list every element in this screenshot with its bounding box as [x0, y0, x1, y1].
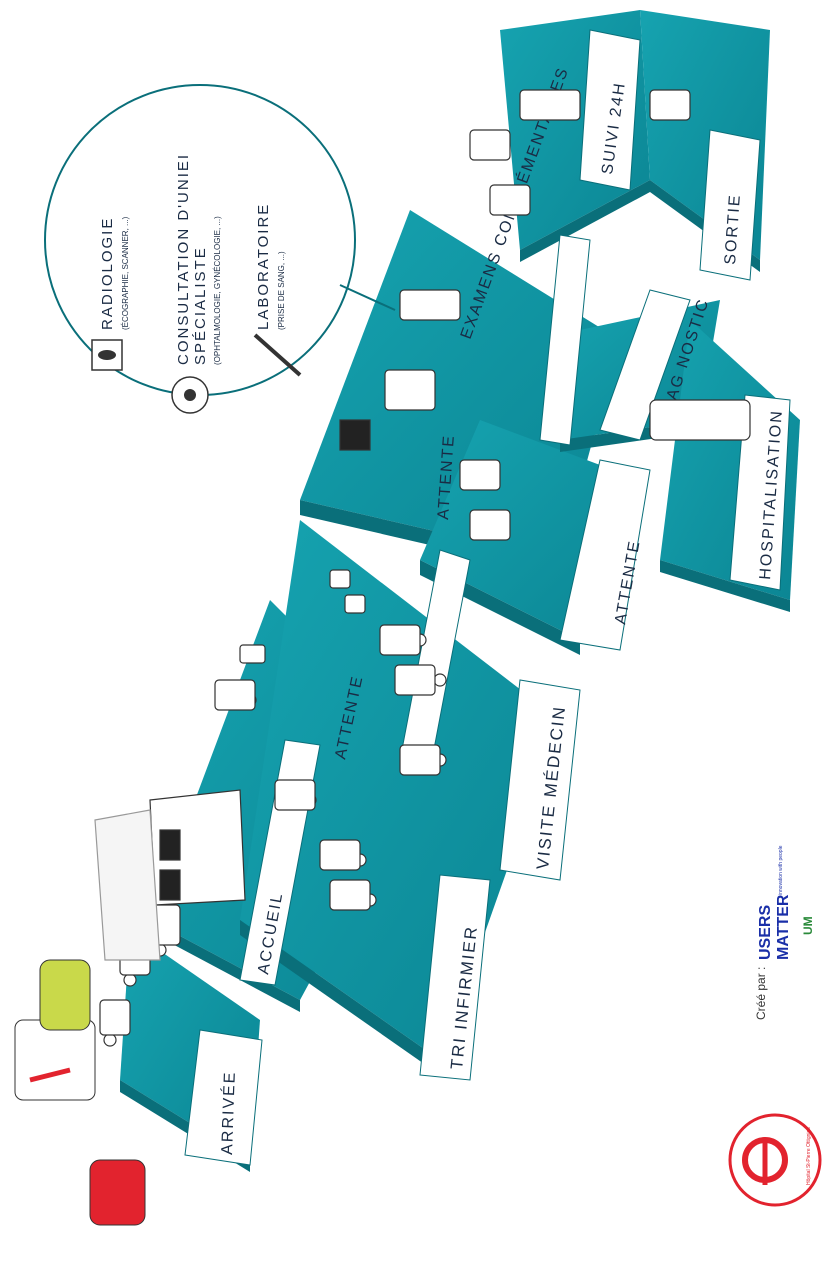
consultation-title: CONSULTATION D'UNIEI — [175, 153, 192, 365]
radiology-icon — [91, 339, 123, 371]
ambulance-icon — [14, 1019, 96, 1101]
car-icon — [89, 1159, 146, 1226]
taxi-icon — [39, 959, 91, 1031]
hospital-name: Hôpital St-Pierre Ottignies — [806, 1127, 812, 1185]
exams-bubble: RADIOLOGIE (ÉCOGRAPHIE, SCANNER, ...) CO… — [44, 84, 396, 414]
specialist-icon — [171, 376, 209, 414]
created-by-label: Créé par : — [754, 967, 768, 1020]
vehicles — [14, 959, 146, 1226]
radiologie-title: RADIOLOGIE — [99, 217, 116, 330]
brand-tagline: innovation with people — [778, 845, 784, 895]
label-strips — [184, 29, 791, 1166]
label-attente-2: ATTENTE — [435, 434, 458, 521]
brand-users: USERS — [757, 905, 774, 960]
credits: Créé par : USERS MATTER innovation with … — [728, 845, 822, 1207]
label-sortie: SORTIE — [722, 193, 744, 265]
people-figures — [99, 89, 691, 1047]
furniture — [94, 89, 751, 961]
consultation-title2: SPÉCIALISTE — [192, 246, 209, 365]
radiologie-detail: (ÉCOGRAPHIE, SCANNER, ...) — [121, 216, 130, 330]
hospital-logo: Hôpital St-Pierre Ottignies — [728, 1113, 822, 1207]
laboratoire-detail: (PRISE DE SANG, ...) — [277, 251, 286, 330]
laboratoire-title: LABORATOIRE — [255, 203, 272, 330]
brand-matter: MATTER — [775, 894, 792, 960]
partner-mark: UM — [801, 916, 815, 935]
syringe-icon — [253, 333, 302, 377]
label-arrivee: ARRIVÉE — [217, 1070, 239, 1155]
consultation-detail: (OPHTALMOLOGIE, GYNÉCOLOGIE, ...) — [213, 216, 222, 365]
